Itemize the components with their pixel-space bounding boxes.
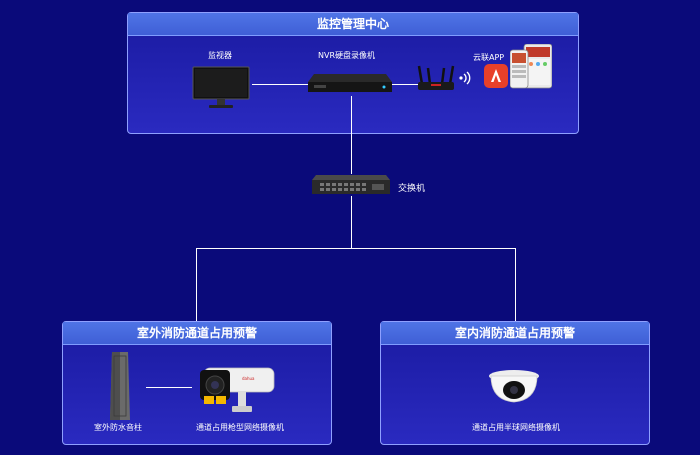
outdoor-panel: 室外消防通道占用预警 xyxy=(62,321,332,445)
monitor-icon xyxy=(192,66,250,108)
wire-pole-camera xyxy=(146,387,192,388)
indoor-title: 室内消防通道占用预警 xyxy=(381,322,649,345)
monitoring-center-title: 监控管理中心 xyxy=(128,13,578,36)
cloud-app-icon xyxy=(484,64,508,88)
svg-text:dahua: dahua xyxy=(242,376,255,381)
switch-label: 交换机 xyxy=(398,184,426,194)
wire-switch-down xyxy=(351,196,352,248)
wire-nvr-switch xyxy=(351,96,352,174)
outdoor-title: 室外消防通道占用预警 xyxy=(63,322,331,345)
network-switch-icon xyxy=(312,175,390,194)
speaker-pole-icon xyxy=(110,352,130,420)
nvr-label: NVR硬盘录像机 xyxy=(318,51,376,60)
dome-camera-label: 通道占用半球网络摄像机 xyxy=(472,423,560,432)
monitor-label: 监视器 xyxy=(208,51,232,60)
wire-monitor-nvr xyxy=(252,84,308,85)
wire-branch-right xyxy=(515,248,516,321)
speaker-pole-label: 室外防水音柱 xyxy=(94,423,142,432)
wire-nvr-router xyxy=(392,84,418,85)
dome-camera-icon xyxy=(489,370,539,403)
wire-branch-left xyxy=(196,248,197,321)
phone-screens-icon xyxy=(510,44,552,89)
bullet-camera-label: 通道占用枪型网络摄像机 xyxy=(196,423,284,432)
wifi-router-icon xyxy=(417,65,455,90)
wifi-signal-icon xyxy=(459,71,471,85)
wire-branch-horizontal xyxy=(196,248,516,249)
nvr-recorder-icon xyxy=(308,74,392,92)
app-label: 云联APP xyxy=(473,53,505,62)
bullet-camera-icon: dahua xyxy=(200,367,275,412)
